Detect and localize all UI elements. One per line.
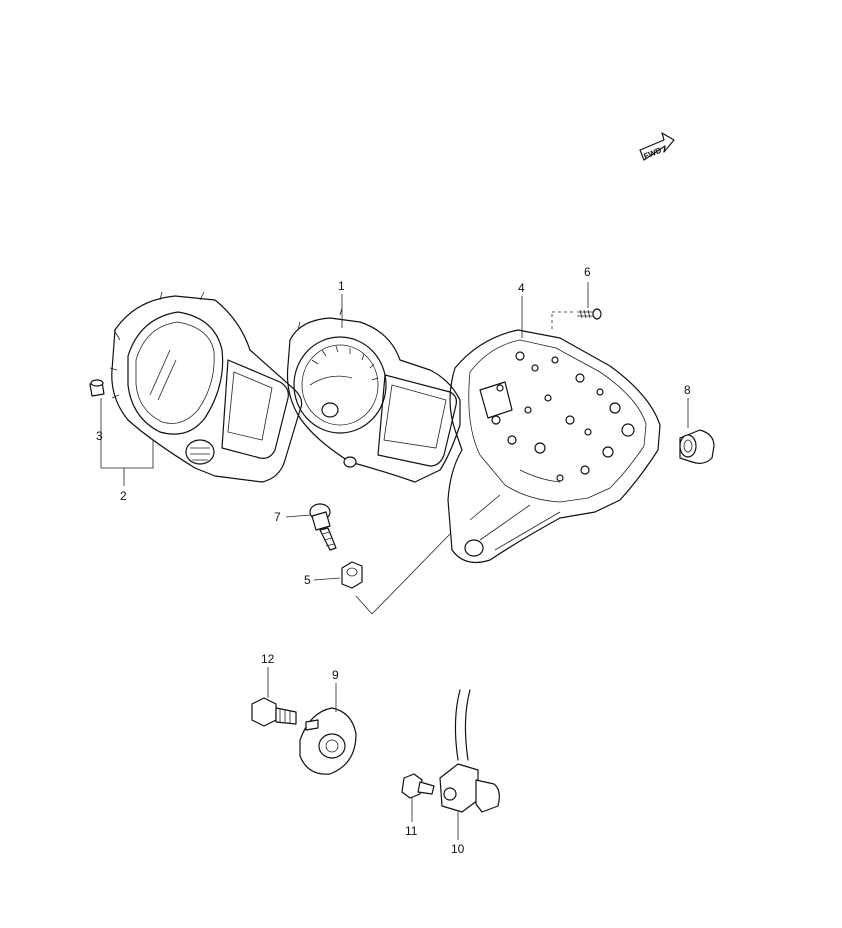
fwd-direction-arrow: FWD (639, 132, 675, 161)
callout-11: 11 (405, 824, 418, 838)
callout-1: 1 (338, 279, 345, 293)
callout-7: 7 (274, 510, 281, 524)
callout-10: 10 (451, 842, 465, 856)
callout-3: 3 (96, 429, 103, 443)
bolt-part-3 (89, 379, 105, 397)
callout-5: 5 (304, 573, 311, 587)
meter-case-part (109, 291, 303, 483)
meter-assembly-part (286, 307, 461, 483)
callout-9: 9 (332, 668, 339, 682)
callout-8: 8 (684, 383, 691, 397)
callout-4: 4 (518, 281, 525, 295)
bolt-part-12 (251, 697, 297, 727)
bolt-part-11 (401, 773, 435, 799)
plate-part-9 (299, 707, 357, 775)
callout-12: 12 (261, 652, 275, 666)
sensor-part-10 (439, 689, 500, 813)
callout-labels: 1 2 3 4 5 6 7 8 9 10 11 12 (96, 265, 691, 856)
meter-lower-case-part (447, 329, 661, 563)
bolt-part-7 (309, 503, 337, 551)
grommet-part-8 (679, 429, 715, 464)
callout-2: 2 (120, 489, 127, 503)
nut-part-5 (341, 561, 363, 589)
leader-lines (100, 282, 689, 840)
callout-6: 6 (584, 265, 591, 279)
screw-part-6 (577, 308, 602, 320)
